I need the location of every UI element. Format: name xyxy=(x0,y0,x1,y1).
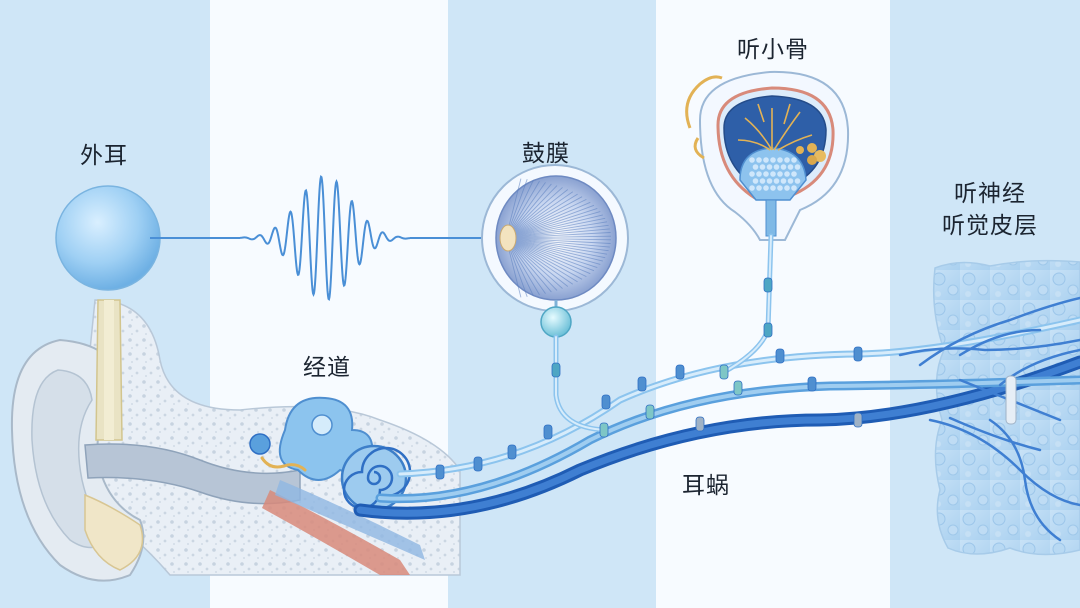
ossicle-dot xyxy=(784,171,790,177)
nerve-node xyxy=(764,323,772,337)
ossicle-dot xyxy=(791,157,797,163)
nerve-node xyxy=(646,405,654,419)
ossicle-dot xyxy=(795,178,801,184)
nerve-node xyxy=(696,417,704,431)
ossicle-dot xyxy=(791,185,797,191)
nerve-node xyxy=(474,457,482,471)
ossicle-dot xyxy=(774,164,780,170)
label-ossicles: 听小骨 xyxy=(737,30,809,64)
label-cochlea: 耳蜗 xyxy=(682,466,730,500)
ossicle-dot xyxy=(777,171,783,177)
ossicle-dot xyxy=(763,185,769,191)
ossicle-dot xyxy=(781,178,787,184)
outer-ear-stalk-core xyxy=(104,300,114,440)
nerve-node xyxy=(638,377,646,391)
ossicle-dot xyxy=(774,178,780,184)
ossicle-dot xyxy=(749,157,755,163)
label-outer-ear: 外耳 xyxy=(80,136,128,170)
label-auditory-nerve-cortex: 听神经 听觉皮层 xyxy=(930,178,1050,242)
ossicle-dot xyxy=(749,185,755,191)
ossicle-dot xyxy=(763,171,769,177)
ossicle-dot xyxy=(760,178,766,184)
ossicle-dot xyxy=(784,185,790,191)
nerve-node xyxy=(508,445,516,459)
nerve-node xyxy=(854,347,862,361)
ossicle-dot xyxy=(763,157,769,163)
ossicle-dot xyxy=(767,164,773,170)
ossicle-dot xyxy=(760,164,766,170)
label-auditory-cortex: 听觉皮层 xyxy=(930,210,1050,242)
ossicle-dot xyxy=(784,157,790,163)
ossicle-dot xyxy=(791,171,797,177)
ossicle-dot xyxy=(777,185,783,191)
ossicle-dot xyxy=(753,164,759,170)
ossicle-dot xyxy=(795,164,801,170)
label-ear-canal: 经道 xyxy=(303,348,351,382)
nerve-node xyxy=(676,365,684,379)
ossicle-dot xyxy=(756,171,762,177)
nerve-node xyxy=(734,381,742,395)
ossicle-dot xyxy=(753,178,759,184)
nerve-node xyxy=(600,423,608,437)
ossicle-dot xyxy=(788,164,794,170)
ossicle-dot xyxy=(749,171,755,177)
ossicle-dot xyxy=(770,185,776,191)
nerve-node xyxy=(602,395,610,409)
nerve-node xyxy=(776,349,784,363)
nerve-node xyxy=(436,465,444,479)
ossicle-dot xyxy=(756,185,762,191)
label-auditory-nerve: 听神经 xyxy=(930,178,1050,210)
ossicle-dot xyxy=(781,164,787,170)
ossicle-dot xyxy=(770,157,776,163)
nerve-band xyxy=(1006,376,1016,424)
outer-ear-sphere xyxy=(56,186,160,290)
nerve-node xyxy=(808,377,816,391)
nerve-node xyxy=(764,278,772,292)
label-eardrum: 鼓膜 xyxy=(522,134,570,168)
nerve-node xyxy=(720,365,728,379)
nerve-node xyxy=(544,425,552,439)
ossicle-dot xyxy=(777,157,783,163)
nerve-node xyxy=(854,413,862,427)
ossicle-dot xyxy=(756,157,762,163)
ossicle-dot xyxy=(788,178,794,184)
ossicle-dot xyxy=(767,178,773,184)
ossicle-dot xyxy=(770,171,776,177)
nerve-node xyxy=(552,363,560,377)
